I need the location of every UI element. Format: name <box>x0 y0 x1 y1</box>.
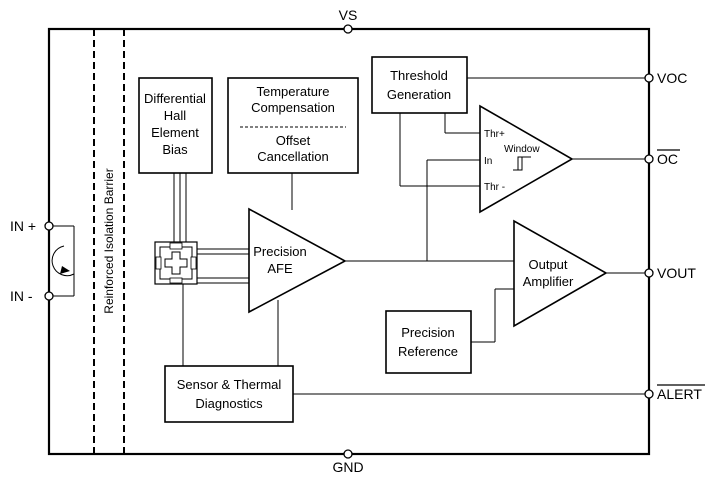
offset-cancel-line-2: Cancellation <box>257 149 329 164</box>
threshold-wires <box>399 77 649 187</box>
oc-pin-terminal <box>644 154 654 164</box>
vout-pin-label: VOUT <box>657 265 696 281</box>
afe-output-bus <box>345 159 514 262</box>
in-minus-label: IN - <box>10 288 33 304</box>
hall-bias-line-2: Hall <box>164 108 187 123</box>
thr-plus-label: Thr+ <box>484 129 505 140</box>
primary-current-loop <box>49 225 75 297</box>
temp-offset-block <box>227 77 359 174</box>
in-label: In <box>484 156 492 167</box>
in-minus-terminal <box>44 291 54 301</box>
output-amp-line-1: Output <box>528 257 567 272</box>
field-arrow-icon <box>60 266 70 274</box>
diagnostics-line-1: Sensor & Thermal <box>177 377 282 392</box>
oc-pin-label: OC <box>657 151 678 167</box>
vs-pin-label: VS <box>339 7 358 23</box>
precision-reference-block <box>385 310 472 374</box>
precision-ref-line-1: Precision <box>401 325 454 340</box>
window-label: Window <box>504 144 540 155</box>
vout-pin-terminal <box>644 268 654 278</box>
isolation-barrier-label: Reinforced Isolation Barrier <box>102 168 116 313</box>
thr-minus-label: Thr - <box>484 182 505 193</box>
hall-sensor-icon <box>154 241 198 285</box>
field-loop-icon <box>51 245 75 277</box>
alert-pin-terminal <box>644 389 654 399</box>
gnd-pin-label: GND <box>332 459 363 475</box>
temp-comp-line-2: Compensation <box>251 100 335 115</box>
vs-pin-terminal <box>343 24 353 34</box>
hall-bias-block <box>138 77 213 174</box>
sensor-bias-wires <box>173 173 293 246</box>
output-amplifier <box>513 219 608 328</box>
reference-wire <box>471 288 514 343</box>
in-plus-terminal <box>44 221 54 231</box>
voc-pin-label: VOC <box>657 70 687 86</box>
gnd-pin-terminal <box>343 449 353 459</box>
afe-line-1: Precision <box>253 244 306 259</box>
hysteresis-icon <box>513 156 531 171</box>
offset-cancel-line-1: Offset <box>276 133 311 148</box>
temp-comp-line-1: Temperature <box>257 84 330 99</box>
output-amp-line-2: Amplifier <box>523 274 574 289</box>
afe-line-2: AFE <box>267 261 293 276</box>
diagnostics-line-2: Diagnostics <box>195 396 263 411</box>
voc-pin-terminal <box>644 73 654 83</box>
threshold-line-2: Generation <box>387 87 451 102</box>
alert-pin-label: ALERT <box>657 386 702 402</box>
threshold-line-1: Threshold <box>390 68 448 83</box>
window-comparator <box>479 104 574 214</box>
in-plus-label: IN + <box>10 218 36 234</box>
threshold-generation-block <box>371 56 468 114</box>
hall-bias-line-4: Bias <box>162 142 188 157</box>
precision-afe-amplifier <box>248 207 347 314</box>
diagnostics-block <box>164 365 294 423</box>
hall-bias-line-1: Differential <box>144 91 206 106</box>
hall-bias-line-3: Element <box>151 125 199 140</box>
precision-ref-line-2: Reference <box>398 344 458 359</box>
isolation-barrier: Reinforced Isolation Barrier <box>93 29 125 454</box>
